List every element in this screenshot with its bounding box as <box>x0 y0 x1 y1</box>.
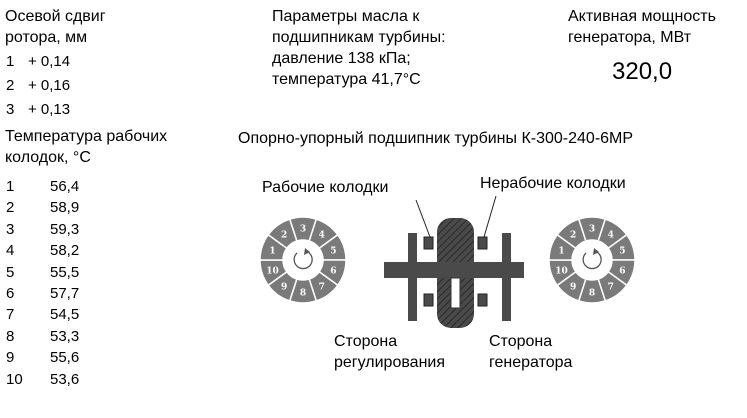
generator-side-line1: Сторона <box>489 333 553 350</box>
row-number: 1 <box>6 178 15 195</box>
oil-params-line2: подшипникам турбины: <box>272 29 446 46</box>
regulation-side-label: Сторона регулирования <box>334 331 445 373</box>
rotation-arrowhead-icon <box>304 248 310 255</box>
active-power-line2: генератора, МВт <box>568 29 692 46</box>
working-pads-leader <box>415 199 431 238</box>
row-value: 55,5 <box>50 263 80 281</box>
oil-params-line3: давление 138 кПа; <box>272 50 411 67</box>
collar-slot <box>450 277 461 309</box>
row-number: 8 <box>6 327 15 345</box>
row-number: 2 <box>6 199 15 217</box>
row-value: 55,6 <box>50 349 80 367</box>
pad-number: 5 <box>330 247 336 257</box>
pad-number: 7 <box>319 282 325 292</box>
pad-segment <box>556 218 587 250</box>
row-value: 57,7 <box>50 285 80 302</box>
nonworking-pad-upper <box>477 236 488 250</box>
regulation-side-line2: регулирования <box>334 354 446 371</box>
pad-temp-title: Температура рабочих колодок, °С <box>5 126 167 168</box>
pad-number: 5 <box>619 247 625 257</box>
pad-number: 3 <box>300 225 306 235</box>
axial-shift-title: Осевой сдвиг ротора, мм <box>5 6 106 48</box>
row-value: 59,3 <box>50 220 80 238</box>
pad-number: 9 <box>281 282 287 292</box>
rotation-arrowhead-icon <box>593 248 599 255</box>
pad-number: 10 <box>555 266 568 276</box>
row-number: 1 <box>6 53 15 70</box>
pad-number: 8 <box>589 289 595 299</box>
pad-temp-title-line2: колодок, °С <box>5 149 91 166</box>
pad-number: 4 <box>319 231 325 241</box>
pad-number: 9 <box>570 282 576 292</box>
row-value: + 0,14 <box>28 53 71 70</box>
axial-shift-title-line2: ротора, мм <box>5 29 88 46</box>
pad-temp-title-line1: Температура рабочих <box>5 128 168 145</box>
generator-side-label: Сторона генератора <box>489 331 572 373</box>
row-value: + 0,16 <box>28 77 71 94</box>
working-pads-label: Рабочие колодки <box>262 179 389 196</box>
row-number: 5 <box>6 263 15 281</box>
pad-number: 1 <box>558 247 564 257</box>
row-value: 58,9 <box>50 199 80 217</box>
regulation-side-line1: Сторона <box>334 333 398 350</box>
diagram-title: Опорно-упорный подшипник турбины К-300-2… <box>238 130 634 147</box>
working-pad-upper <box>423 236 434 250</box>
pad-number: 8 <box>300 289 306 299</box>
nonworking-pads-label: Нерабочие колодки <box>480 175 626 192</box>
active-power-line1: Активная мощность <box>568 8 716 25</box>
pad-number: 10 <box>266 266 279 276</box>
row-number: 3 <box>6 101 15 118</box>
row-number: 2 <box>6 77 15 94</box>
pad-ring-right: 3 45 67 8 910 12 <box>548 216 636 304</box>
ring-center <box>573 241 611 279</box>
rotation-arrow-icon <box>582 251 602 270</box>
oil-params-line4: температура 41,7°С <box>272 71 421 88</box>
pad-number: 2 <box>570 231 576 241</box>
row-number: 7 <box>6 306 15 324</box>
pad-ring-left: 3 45 67 8 910 12 <box>259 216 347 304</box>
row-value: 58,2 <box>50 242 80 260</box>
row-value: + 0,13 <box>28 101 71 118</box>
active-power-label: Активная мощность генератора, МВт <box>568 6 716 48</box>
nonworking-pads-leader <box>483 195 497 238</box>
row-value: 56,4 <box>50 178 80 195</box>
row-value: 53,3 <box>50 327 80 345</box>
nonworking-pad-lower <box>477 293 488 307</box>
oil-params: Параметры масла к подшипникам турбины: д… <box>272 6 446 90</box>
pad-number: 1 <box>269 247 275 257</box>
pad-number: 3 <box>589 225 595 235</box>
row-number: 6 <box>6 285 15 302</box>
row-number: 3 <box>6 220 15 238</box>
row-number: 4 <box>6 242 15 260</box>
pad-segment <box>267 218 298 250</box>
row-value: 54,5 <box>50 306 80 324</box>
pad-number: 4 <box>608 231 614 241</box>
row-number: 9 <box>6 349 15 367</box>
row-value: 53,6 <box>50 370 80 388</box>
oil-params-line1: Параметры масла к <box>272 8 420 25</box>
pad-number: 6 <box>619 266 625 276</box>
rotation-arrow-icon <box>293 251 313 270</box>
shaft <box>384 262 524 278</box>
active-power-value: 320,0 <box>612 58 673 85</box>
pad-number: 6 <box>330 266 336 276</box>
pad-number: 7 <box>608 282 614 292</box>
pad-number: 2 <box>281 231 287 241</box>
working-pad-lower <box>423 293 434 307</box>
row-number: 10 <box>6 370 23 388</box>
generator-side-line2: генератора <box>489 354 573 371</box>
ring-center <box>284 241 322 279</box>
axial-shift-title-line1: Осевой сдвиг <box>5 8 106 25</box>
